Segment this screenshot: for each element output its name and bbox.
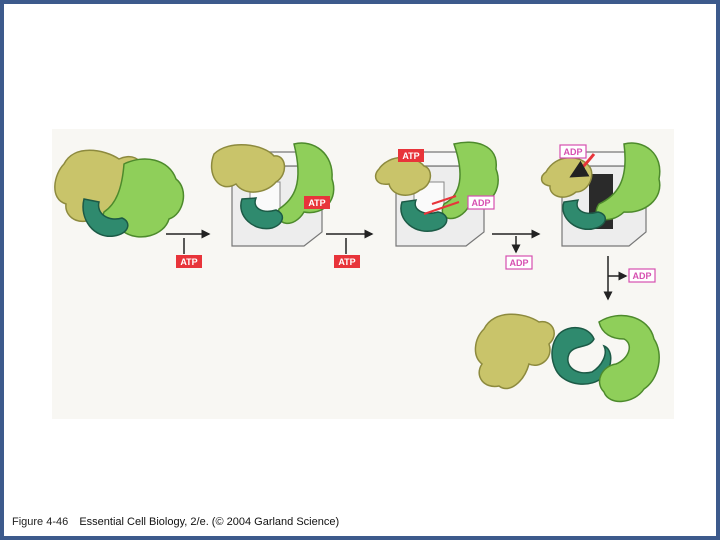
svg-text:ADP: ADP bbox=[509, 258, 528, 268]
svg-text:ADP: ADP bbox=[632, 271, 651, 281]
atp-input-2: ATP bbox=[334, 255, 360, 268]
stage-2-chaperone-atp: ATP bbox=[210, 142, 335, 247]
adp-output-2: ADP bbox=[628, 268, 656, 283]
svg-text:ADP: ADP bbox=[563, 147, 582, 157]
arrow-step-4 bbox=[603, 256, 628, 301]
arrow-step-2 bbox=[326, 229, 374, 254]
atp-input-1: ATP bbox=[176, 255, 202, 268]
stage-1-unfolded-protein bbox=[54, 149, 185, 238]
svg-text:ATP: ATP bbox=[308, 198, 325, 208]
figure-number: Figure 4-46 bbox=[12, 516, 69, 528]
svg-text:ADP: ADP bbox=[471, 198, 490, 208]
chaperone-diagram: ATP ATP ATP bbox=[54, 141, 661, 403]
arrow-step-1 bbox=[166, 229, 211, 254]
arrow-step-3 bbox=[492, 229, 541, 254]
svg-text:ATP: ATP bbox=[338, 257, 355, 267]
adp-output-1: ADP bbox=[505, 255, 533, 270]
stage-4-release: ADP bbox=[540, 142, 661, 247]
stage-5-folded-protein bbox=[474, 313, 660, 403]
caption-text: Essential Cell Biology, 2/e. (© 2004 Gar… bbox=[79, 516, 340, 528]
svg-text:ATP: ATP bbox=[402, 151, 419, 161]
svg-text:ATP: ATP bbox=[180, 257, 197, 267]
slide: ATP ATP ATP bbox=[4, 4, 716, 536]
stage-3-hydrolysis: ATP ADP bbox=[374, 141, 499, 247]
figure-caption: Figure 4-46 Essential Cell Biology, 2/e.… bbox=[12, 516, 339, 528]
